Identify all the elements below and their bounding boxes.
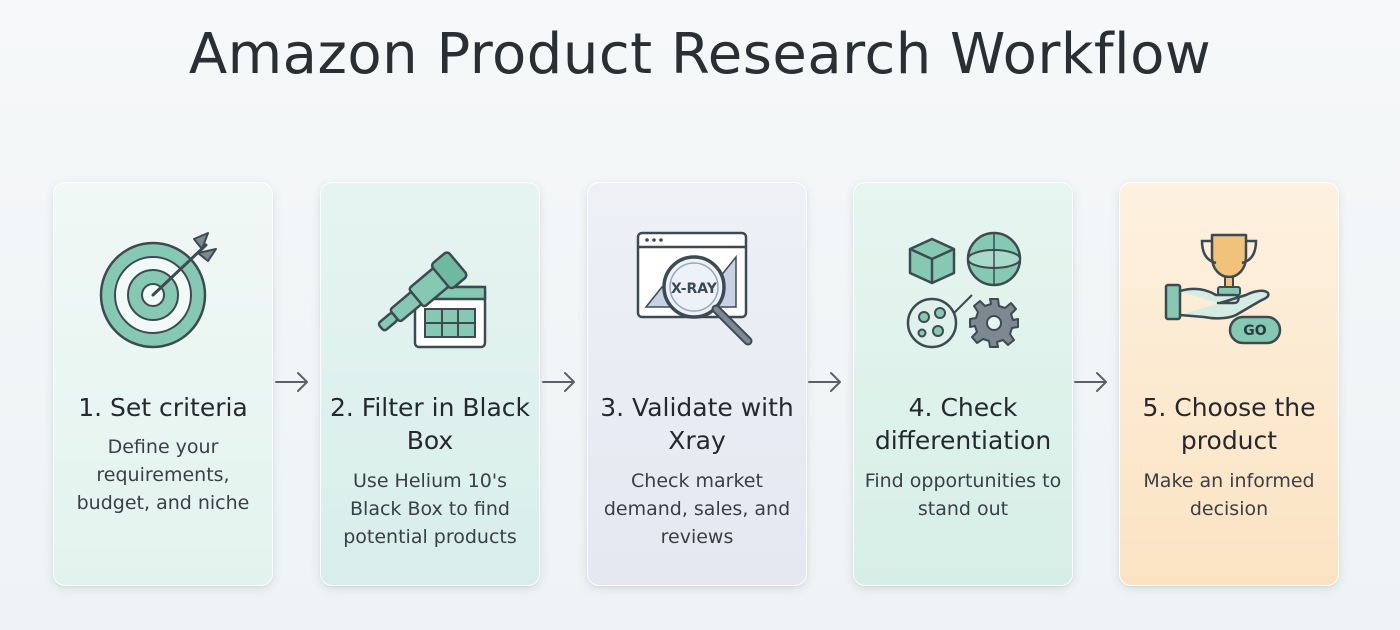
xray-label: X-RAY bbox=[671, 281, 718, 297]
step-heading: 5. Choose the product bbox=[1142, 393, 1316, 455]
step-description: Make an informed decision bbox=[1143, 470, 1315, 520]
target-icon bbox=[98, 227, 228, 357]
step-description: Check market demand, sales, and reviews bbox=[603, 470, 791, 548]
arrow-right-icon bbox=[274, 370, 310, 394]
step-heading: 2. Filter in Black Box bbox=[329, 393, 531, 455]
step-heading: 3. Validate with Xray bbox=[600, 393, 794, 455]
step-description: Define your requirements, budget, and ni… bbox=[76, 436, 250, 514]
xray-magnifier-icon: X-RAY bbox=[632, 227, 762, 357]
trophy-hand-icon: GO bbox=[1164, 227, 1294, 357]
arrow-right-icon bbox=[807, 370, 843, 394]
go-label: GO bbox=[1243, 323, 1266, 339]
arrow-right-icon bbox=[1073, 370, 1109, 394]
step-card-1: 1. Set criteria Define your requirements… bbox=[53, 182, 273, 586]
step-card-3: X-RAY 3. Validate with Xray Check market… bbox=[587, 182, 807, 586]
telescope-icon bbox=[365, 227, 495, 357]
shapes-icon bbox=[898, 227, 1028, 357]
step-description: Find opportunities to stand out bbox=[864, 470, 1062, 520]
step-heading: 1. Set criteria bbox=[78, 393, 248, 422]
step-description: Use Helium 10's Black Box to find potent… bbox=[343, 470, 517, 548]
step-card-2: 2. Filter in Black Box Use Helium 10's B… bbox=[320, 182, 540, 586]
step-card-5: GO 5. Choose the product Make an informe… bbox=[1119, 182, 1339, 586]
page-title: Amazon Product Research Workflow bbox=[188, 22, 1212, 87]
arrow-right-icon bbox=[541, 370, 577, 394]
step-card-4: 4. Check differentiation Find opportunit… bbox=[853, 182, 1073, 586]
step-heading: 4. Check differentiation bbox=[874, 393, 1052, 455]
